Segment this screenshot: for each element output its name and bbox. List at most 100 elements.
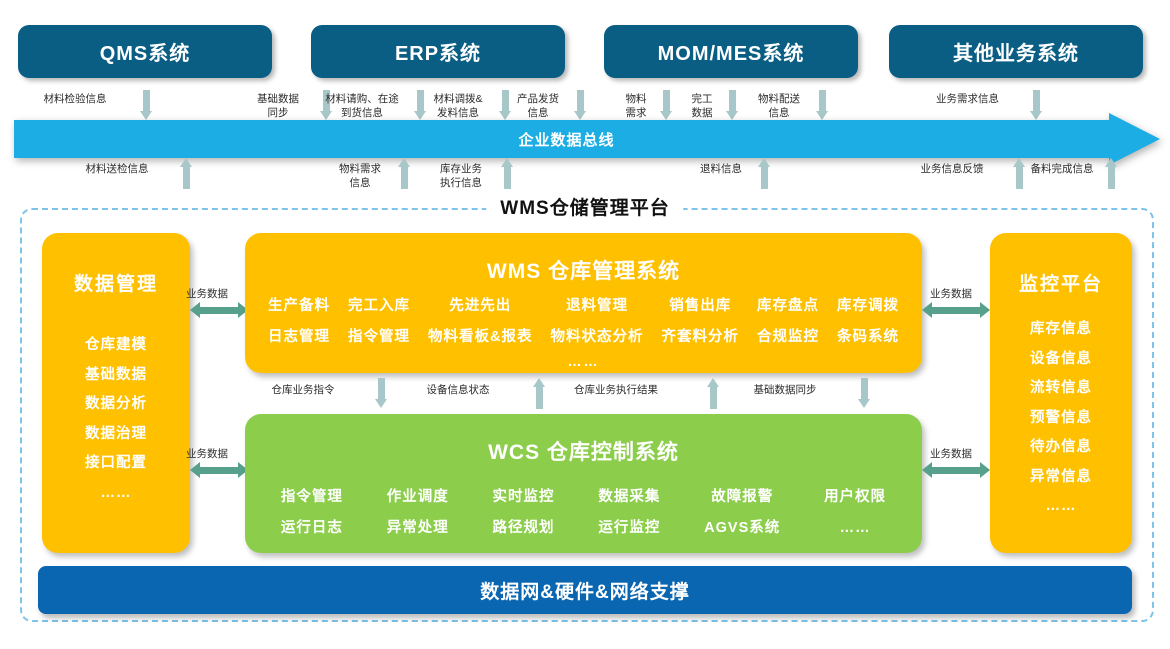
flow-label-material-send-inspection: 材料送检信息 xyxy=(85,163,149,175)
list-item: …… xyxy=(1045,498,1077,514)
wms-feature[interactable]: 生产备料 xyxy=(268,298,330,314)
wms-ellipsis: …… xyxy=(567,353,600,369)
wms-feature[interactable]: 物料看板&报表 xyxy=(428,329,533,345)
bi-label-business-data-1: 业务数据 xyxy=(186,288,228,300)
list-item: 预警信息 xyxy=(1030,409,1092,426)
external-system-erp[interactable]: ERP系统 xyxy=(311,25,565,78)
data-bus-arrowhead-icon xyxy=(1109,113,1160,165)
flow-label-purchase-intransit: 材料请购、在途 到货信息 xyxy=(325,93,399,119)
bi-arrow-wcs-monitor xyxy=(922,462,990,478)
data-bus-body xyxy=(14,120,1119,158)
flow-label-business-requirement: 业务需求信息 xyxy=(936,93,999,105)
external-system-mom-mes[interactable]: MOM/MES系统 xyxy=(604,25,858,78)
wms-system-title: WMS 仓库管理系统 xyxy=(486,260,681,283)
flow-label-material-demand-info: 物料需求 信息 xyxy=(339,163,381,189)
bi-arrow-dm-wms xyxy=(190,302,248,318)
internal-flow-label-device-status: 设备信息状态 xyxy=(426,384,490,396)
wms-feature-col-4: 退料管理 物料状态分析 xyxy=(550,291,643,353)
wcs-feature[interactable]: 作业调度 xyxy=(386,489,449,505)
wcs-system-title: WCS 仓库控制系统 xyxy=(488,441,679,464)
wms-feature-grid: 生产备料 日志管理 完工入库 指令管理 先进先出 物料看板&报表 退料管理 物料… xyxy=(245,291,922,353)
wcs-feature[interactable]: 指令管理 xyxy=(280,489,343,505)
wms-platform-title: WMS仓储管理平台 xyxy=(486,193,684,220)
wms-system-card[interactable]: WMS 仓库管理系统 生产备料 日志管理 完工入库 指令管理 先进先出 物料看板… xyxy=(245,233,922,373)
wms-feature[interactable]: 指令管理 xyxy=(348,329,410,345)
wms-feature[interactable]: 日志管理 xyxy=(268,329,330,345)
wms-feature[interactable]: 物料状态分析 xyxy=(550,329,644,345)
wms-feature[interactable]: 齐套料分析 xyxy=(661,329,739,345)
list-item: 异常信息 xyxy=(1030,468,1092,485)
external-system-qms[interactable]: QMS系统 xyxy=(18,25,272,78)
wms-feature-col-3: 先进先出 物料看板&报表 xyxy=(428,291,532,353)
wcs-feature-col-6: 用户权限 …… xyxy=(824,482,886,544)
wcs-feature-col-1: 指令管理 运行日志 xyxy=(281,482,343,544)
wcs-feature[interactable]: 故障报警 xyxy=(711,489,774,505)
wms-feature[interactable]: 销售出库 xyxy=(669,298,732,314)
bi-label-business-data-4: 业务数据 xyxy=(930,448,972,460)
wcs-system-card[interactable]: WCS 仓库控制系统 指令管理 运行日志 作业调度 异常处理 实时监控 路径规划… xyxy=(245,414,922,553)
wms-feature-col-5: 销售出库 齐套料分析 xyxy=(661,291,739,353)
flow-label-material-transfer: 材料调拨& 发料信息 xyxy=(433,93,483,119)
wcs-feature[interactable]: …… xyxy=(839,520,871,536)
wcs-feature[interactable]: 数据采集 xyxy=(598,489,661,505)
monitoring-platform-card[interactable]: 监控平台 库存信息 设备信息 流转信息 预警信息 待办信息 异常信息 …… xyxy=(990,233,1132,553)
wms-feature[interactable]: 完工入库 xyxy=(348,298,410,314)
list-item: 接口配置 xyxy=(85,455,147,471)
list-item: 基础数据 xyxy=(85,366,147,383)
wcs-feature-grid: 指令管理 运行日志 作业调度 异常处理 实时监控 路径规划 数据采集 运行监控 … xyxy=(245,482,922,544)
flow-label-material-delivery: 物料配送 信息 xyxy=(758,93,800,119)
enterprise-data-bus: 企业数据总线 xyxy=(14,113,1160,165)
flow-label-preparation-complete: 备料完成信息 xyxy=(1030,163,1094,175)
wms-feature-col-7: 库存调拨 条码系统 xyxy=(837,291,899,353)
wcs-feature[interactable]: 实时监控 xyxy=(492,489,555,505)
wms-feature[interactable]: 合规监控 xyxy=(756,329,819,345)
list-item: 数据分析 xyxy=(85,396,147,412)
wms-feature-col-1: 生产备料 日志管理 xyxy=(268,291,330,353)
list-item: 设备信息 xyxy=(1030,350,1092,367)
bi-label-business-data-2: 业务数据 xyxy=(186,448,228,460)
list-item: …… xyxy=(100,484,132,501)
wcs-feature[interactable]: AGVS系统 xyxy=(704,520,781,536)
flow-label-material-return: 退料信息 xyxy=(700,163,742,175)
wms-feature[interactable]: 条码系统 xyxy=(836,329,899,345)
wcs-feature[interactable]: 运行日志 xyxy=(280,520,343,536)
bi-arrow-dm-wcs xyxy=(190,462,248,478)
monitoring-platform-list: 库存信息 设备信息 流转信息 预警信息 待办信息 异常信息 …… xyxy=(990,315,1132,522)
list-item: 流转信息 xyxy=(1030,380,1092,396)
list-item: 数据治理 xyxy=(85,425,147,442)
wcs-feature[interactable]: 运行监控 xyxy=(598,520,661,536)
wms-feature[interactable]: 先进先出 xyxy=(449,298,512,314)
external-system-other[interactable]: 其他业务系统 xyxy=(889,25,1143,78)
flow-label-product-shipment: 产品发货 信息 xyxy=(517,93,559,119)
wcs-feature[interactable]: 路径规划 xyxy=(492,520,555,536)
internal-flow-label-warehouse-order: 仓库业务指令 xyxy=(271,384,335,396)
flow-label-completion-data: 完工 数据 xyxy=(691,93,713,119)
flow-label-inventory-execution: 库存业务 执行信息 xyxy=(440,163,482,189)
monitoring-platform-title: 监控平台 xyxy=(1018,274,1103,295)
wcs-feature-col-5: 故障报警 AGVS系统 xyxy=(704,482,780,544)
data-bus-label: 企业数据总线 xyxy=(518,131,615,149)
list-item: 待办信息 xyxy=(1030,439,1092,455)
flow-label-basic-data-sync: 基础数据 同步 xyxy=(257,93,299,119)
flow-label-business-feedback: 业务信息反馈 xyxy=(920,163,984,175)
wms-feature[interactable]: 退料管理 xyxy=(565,298,628,314)
bi-label-business-data-3: 业务数据 xyxy=(930,288,972,300)
wcs-feature-col-4: 数据采集 运行监控 xyxy=(598,482,660,544)
wcs-feature[interactable]: 异常处理 xyxy=(386,520,449,536)
wms-feature-col-6: 库存盘点 合规监控 xyxy=(757,291,819,353)
flow-label-material-demand: 物料 需求 xyxy=(625,93,647,119)
list-item: 仓库建模 xyxy=(85,337,147,353)
wms-feature[interactable]: 库存调拨 xyxy=(836,298,899,314)
support-infrastructure-bar[interactable]: 数据网&硬件&网络支撑 xyxy=(38,566,1132,614)
wcs-feature[interactable]: 用户权限 xyxy=(824,489,887,505)
list-item: 库存信息 xyxy=(1030,321,1092,337)
wms-feature[interactable]: 库存盘点 xyxy=(756,298,819,314)
data-management-card[interactable]: 数据管理 仓库建模 基础数据 数据分析 数据治理 接口配置 …… xyxy=(42,233,190,553)
internal-flow-label-basic-data-sync: 基础数据同步 xyxy=(753,384,817,396)
data-management-list: 仓库建模 基础数据 数据分析 数据治理 接口配置 …… xyxy=(42,331,190,508)
flow-label-material-inspection: 材料检验信息 xyxy=(43,93,107,105)
wms-feature-col-2: 完工入库 指令管理 xyxy=(348,291,410,353)
bi-arrow-wms-monitor xyxy=(922,302,990,318)
internal-flow-label-execution-result: 仓库业务执行结果 xyxy=(574,384,658,396)
